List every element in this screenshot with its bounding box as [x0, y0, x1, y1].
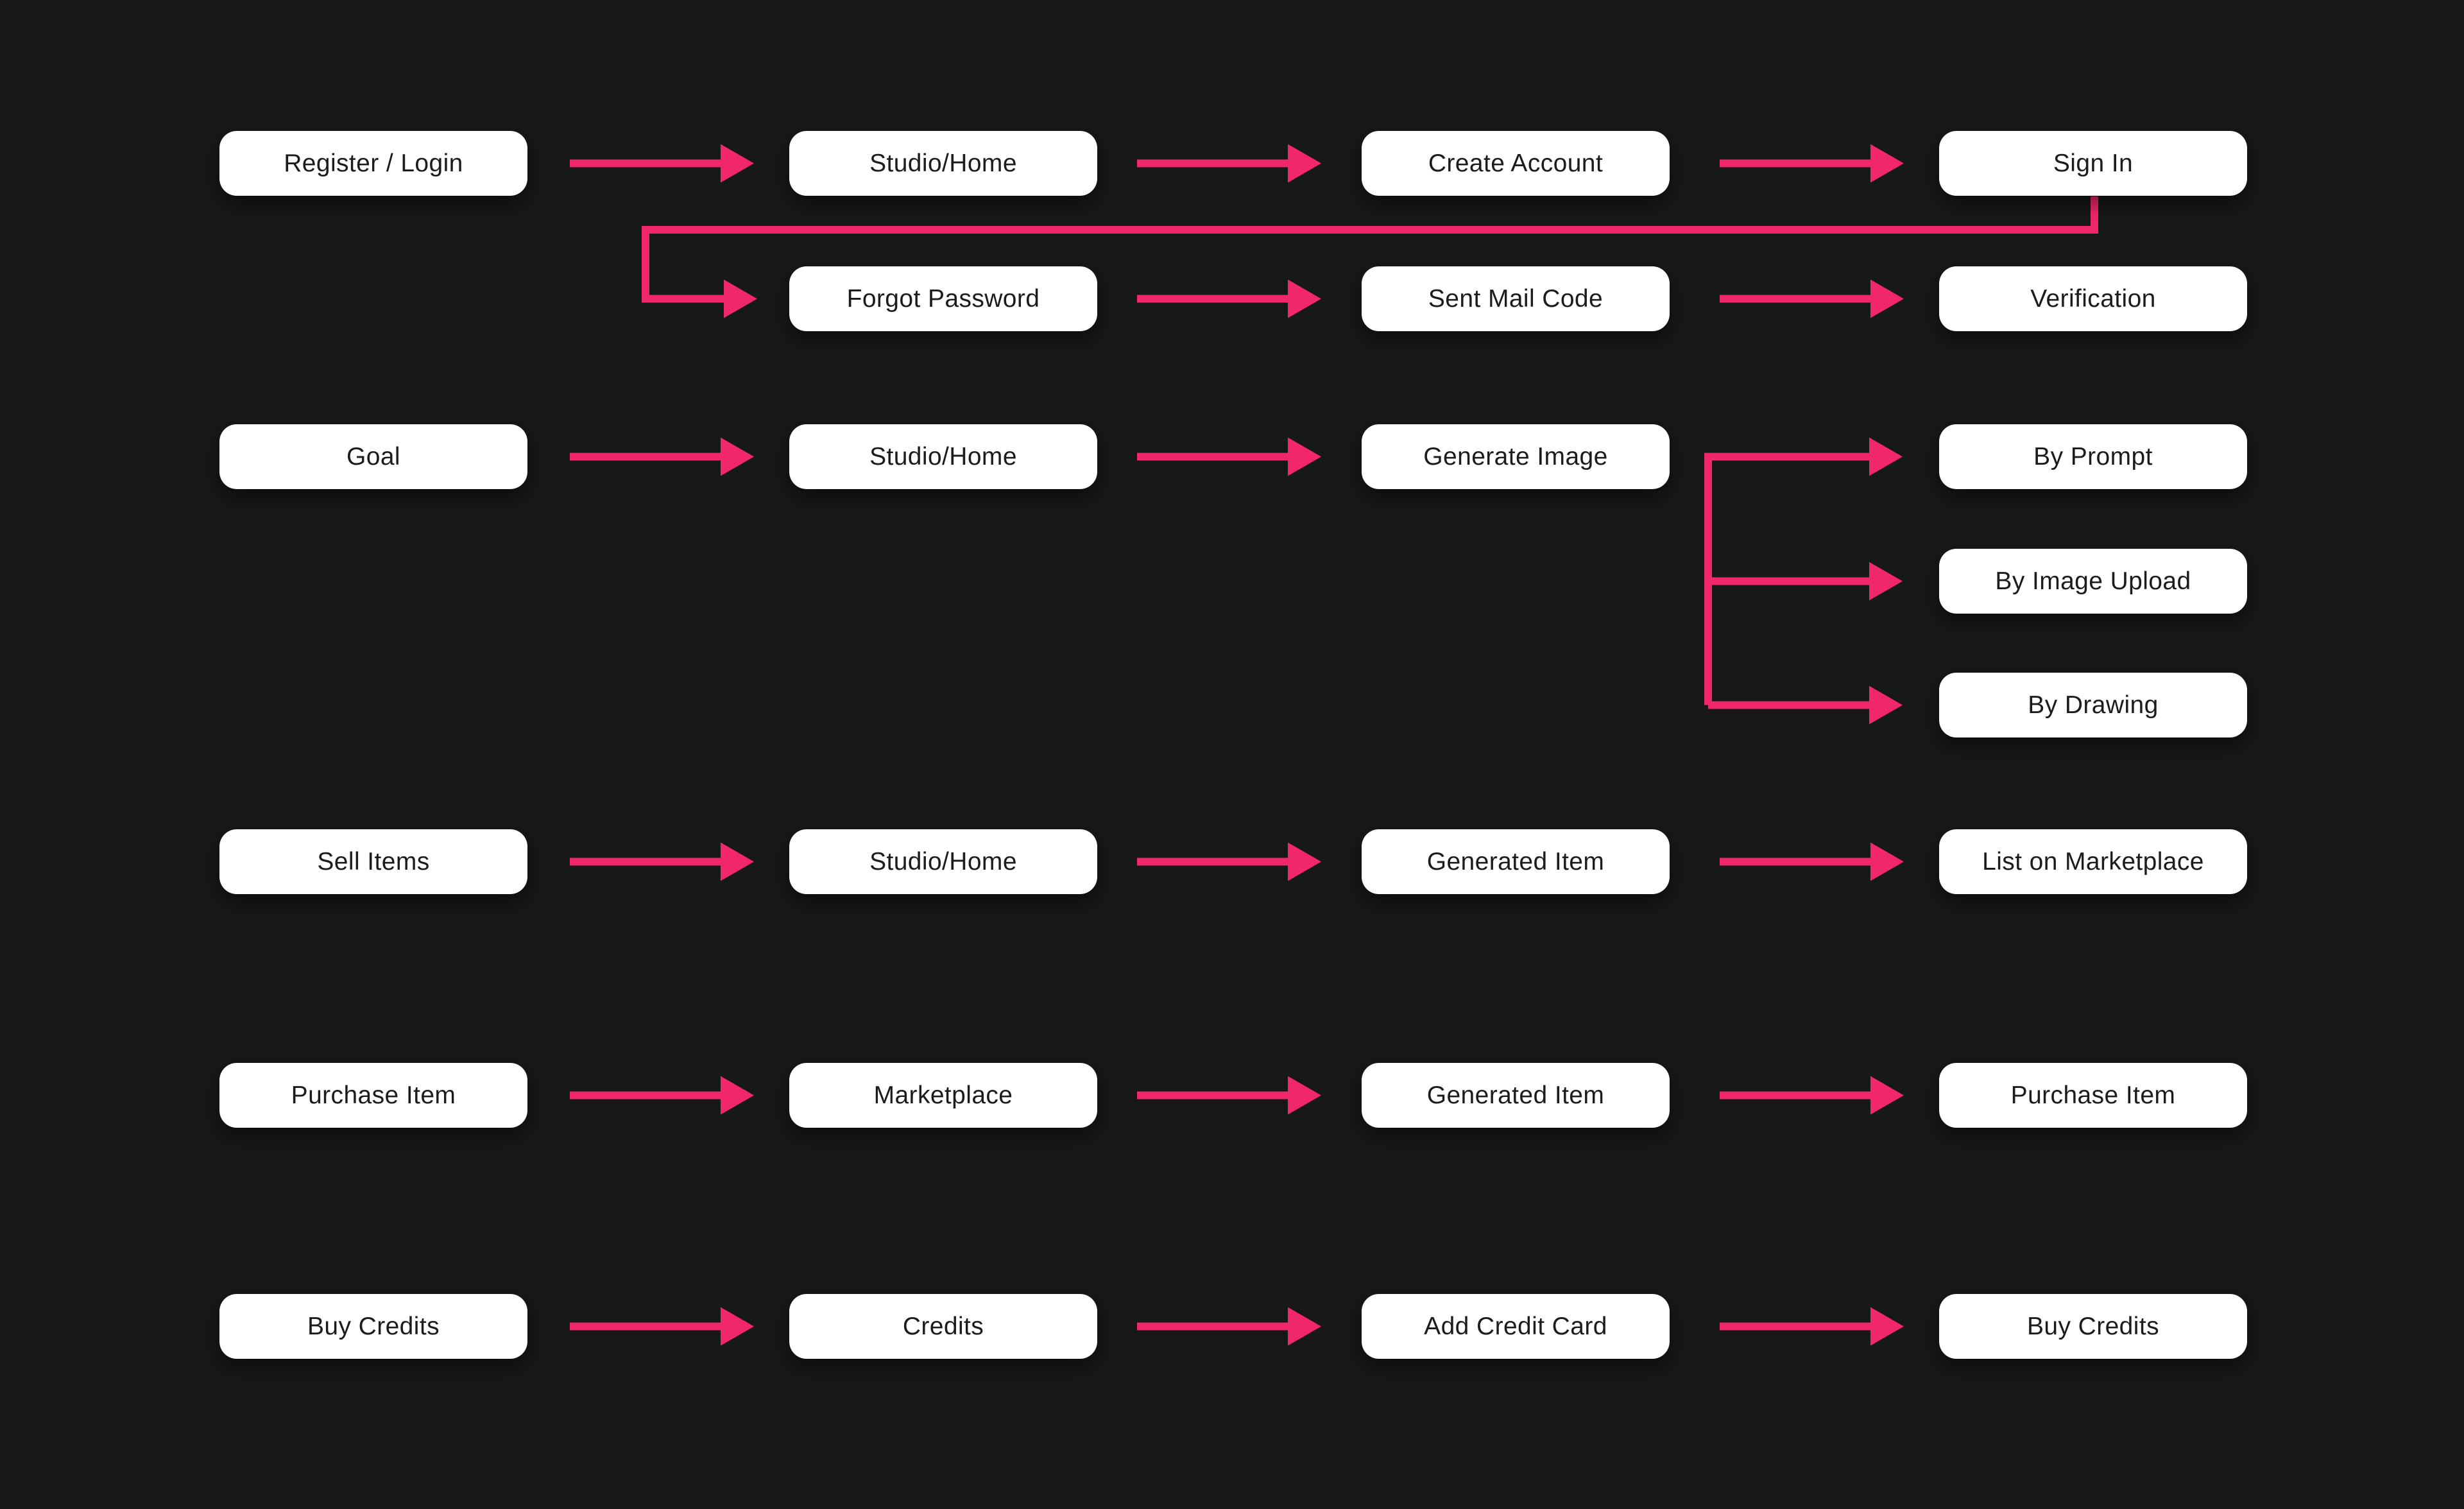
node-label: Sign In — [2053, 149, 2134, 177]
node-add-credit-card[interactable]: Add Credit Card — [1362, 1294, 1670, 1359]
node-label: Forgot Password — [846, 284, 1040, 313]
arrowhead-icon — [724, 279, 757, 318]
connector-studio-to-generate-image — [1137, 437, 1321, 476]
node-sign-in[interactable]: Sign In — [1939, 131, 2247, 196]
connector-generated-item-to-purchase-item — [1720, 1076, 1904, 1115]
node-buy-credits-1[interactable]: Buy Credits — [219, 1294, 527, 1359]
node-credits[interactable]: Credits — [789, 1294, 1097, 1359]
node-label: Goal — [346, 442, 400, 470]
connector-create-account-to-sign-in — [1720, 144, 1904, 183]
arrowhead-icon — [1869, 437, 1903, 476]
node-label: Sell Items — [317, 847, 430, 875]
node-label: Marketplace — [873, 1081, 1013, 1109]
connector-buy-credits-to-credits — [570, 1307, 754, 1346]
node-label: Studio/Home — [869, 149, 1017, 177]
node-list-on-marketplace[interactable]: List on Marketplace — [1939, 829, 2247, 894]
node-label: Credits — [902, 1312, 984, 1340]
connector-sent-mail-code-to-verification — [1720, 279, 1904, 318]
node-label: Buy Credits — [2027, 1312, 2159, 1340]
node-create-account[interactable]: Create Account — [1362, 131, 1670, 196]
node-studio-home-3[interactable]: Studio/Home — [789, 829, 1097, 894]
arrowhead-icon — [1288, 144, 1321, 183]
node-label: Studio/Home — [869, 442, 1017, 470]
node-label: Purchase Item — [291, 1081, 456, 1109]
node-purchase-item-2[interactable]: Purchase Item — [1939, 1063, 2247, 1128]
arrowhead-icon — [1288, 279, 1321, 318]
arrowhead-icon — [1869, 562, 1903, 601]
node-register-login[interactable]: Register / Login — [219, 131, 527, 196]
node-label: List on Marketplace — [1982, 847, 2204, 875]
connector-sell-items-to-studio — [570, 842, 754, 881]
node-sell-items[interactable]: Sell Items — [219, 829, 527, 894]
node-label: By Image Upload — [1995, 567, 2191, 595]
node-label: Register / Login — [284, 149, 463, 177]
node-verification[interactable]: Verification — [1939, 266, 2247, 331]
node-by-prompt[interactable]: By Prompt — [1939, 424, 2247, 489]
arrowhead-icon — [1870, 279, 1904, 318]
node-studio-home-2[interactable]: Studio/Home — [789, 424, 1097, 489]
node-generated-item-1[interactable]: Generated Item — [1362, 829, 1670, 894]
arrowhead-icon — [721, 144, 754, 183]
arrowhead-icon — [1869, 686, 1903, 725]
node-purchase-item-1[interactable]: Purchase Item — [219, 1063, 527, 1128]
arrowhead-icon — [1870, 1076, 1904, 1115]
connector-add-credit-card-to-buy-credits — [1720, 1307, 1904, 1346]
connector-studio-to-generated-item — [1137, 842, 1321, 881]
node-label: Buy Credits — [307, 1312, 440, 1340]
connector-studio-to-create-account — [1137, 144, 1321, 183]
connector-sign-in-to-forgot-password — [642, 196, 2098, 318]
node-marketplace[interactable]: Marketplace — [789, 1063, 1097, 1128]
node-forgot-password[interactable]: Forgot Password — [789, 266, 1097, 331]
arrowhead-icon — [721, 1307, 754, 1346]
arrowhead-icon — [721, 1076, 754, 1115]
connector-generated-item-to-list-on-marketplace — [1720, 842, 1904, 881]
connector-credits-to-add-credit-card — [1137, 1307, 1321, 1346]
arrowhead-icon — [1288, 1076, 1321, 1115]
node-label: Create Account — [1428, 149, 1604, 177]
node-sent-mail-code[interactable]: Sent Mail Code — [1362, 266, 1670, 331]
connector-forgot-password-to-sent-mail-code — [1137, 279, 1321, 318]
connector-marketplace-to-generated-item — [1137, 1076, 1321, 1115]
node-buy-credits-2[interactable]: Buy Credits — [1939, 1294, 2247, 1359]
node-label: Add Credit Card — [1424, 1312, 1607, 1340]
node-label: By Drawing — [2028, 691, 2159, 719]
arrowhead-icon — [1870, 1307, 1904, 1346]
connector-register-to-studio — [570, 144, 754, 183]
arrowhead-icon — [1288, 842, 1321, 881]
node-label: Verification — [2030, 284, 2156, 313]
node-label: Studio/Home — [869, 847, 1017, 875]
node-label: Sent Mail Code — [1428, 284, 1604, 313]
node-label: Generate Image — [1423, 442, 1608, 470]
arrowhead-icon — [1870, 144, 1904, 183]
arrowhead-icon — [721, 437, 754, 476]
node-goal[interactable]: Goal — [219, 424, 527, 489]
node-label: Generated Item — [1426, 847, 1605, 875]
arrowhead-icon — [1870, 842, 1904, 881]
node-label: By Prompt — [2033, 442, 2153, 470]
connector-goal-to-studio — [570, 437, 754, 476]
arrowhead-icon — [721, 842, 754, 881]
connector-generate-image-branch — [1704, 437, 1903, 725]
arrowhead-icon — [1288, 1307, 1321, 1346]
connector-purchase-item-to-marketplace — [570, 1076, 754, 1115]
node-label: Purchase Item — [2010, 1081, 2176, 1109]
node-generate-image[interactable]: Generate Image — [1362, 424, 1670, 489]
node-generated-item-2[interactable]: Generated Item — [1362, 1063, 1670, 1128]
node-by-image-upload[interactable]: By Image Upload — [1939, 549, 2247, 614]
arrowhead-icon — [1288, 437, 1321, 476]
node-label: Generated Item — [1426, 1081, 1605, 1109]
node-studio-home-1[interactable]: Studio/Home — [789, 131, 1097, 196]
node-by-drawing[interactable]: By Drawing — [1939, 673, 2247, 737]
